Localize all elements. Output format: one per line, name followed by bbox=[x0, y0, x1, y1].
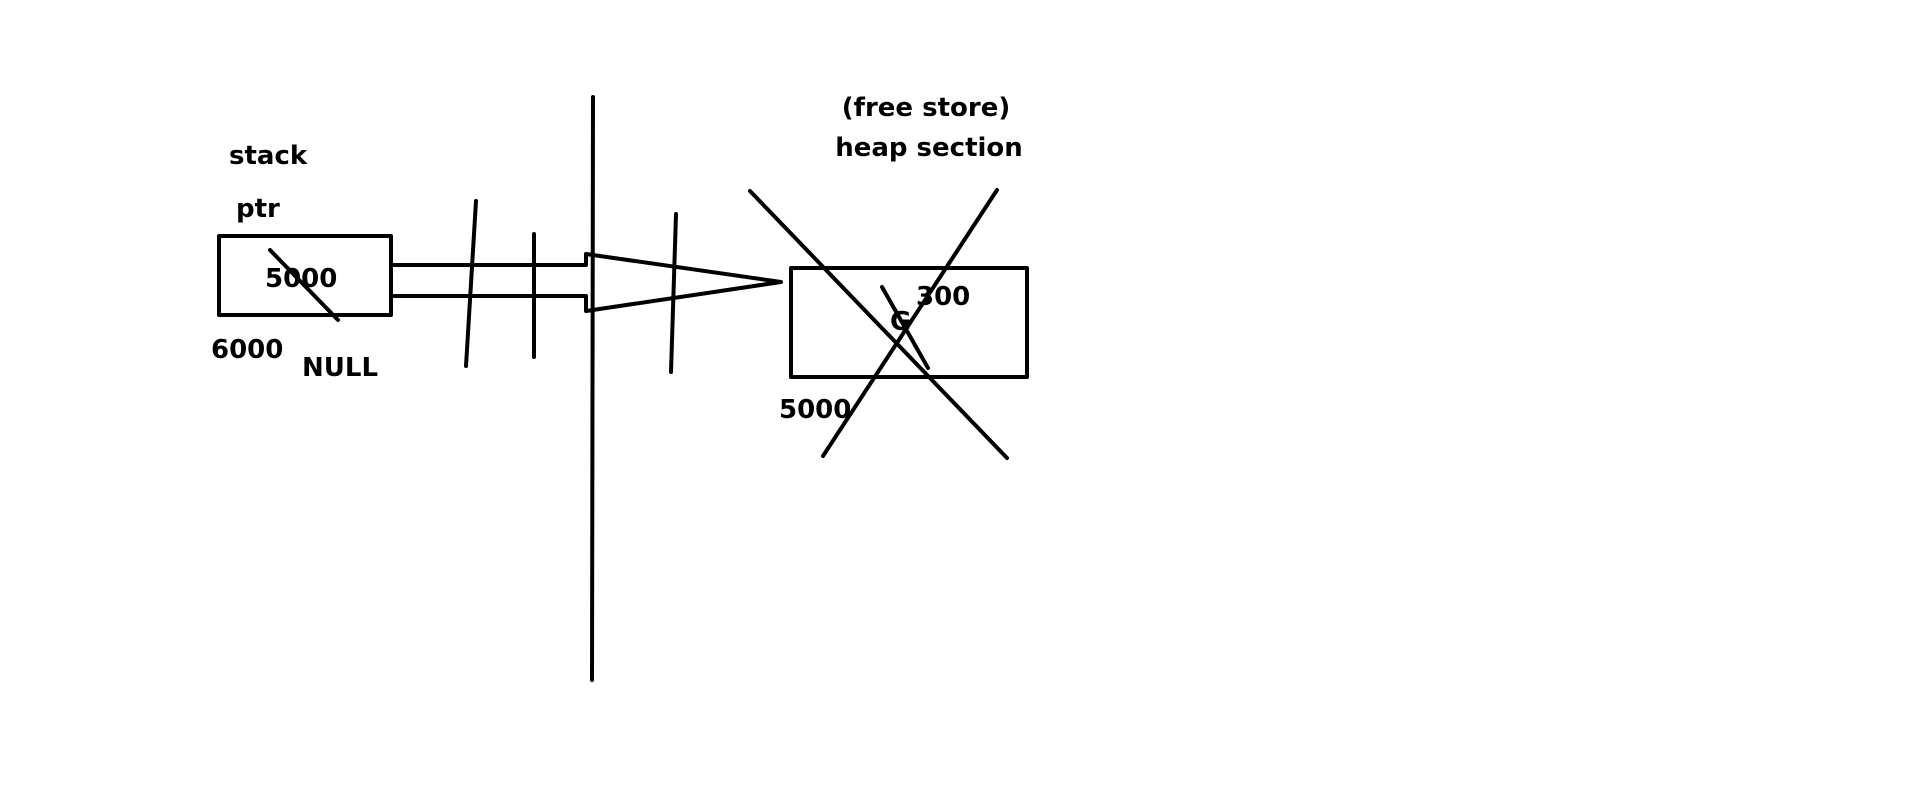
ptr-box bbox=[217, 234, 393, 317]
heap-box bbox=[789, 266, 1029, 379]
ptr-value-strike bbox=[268, 248, 340, 322]
stack-heap-divider bbox=[590, 95, 595, 682]
heap-value: 300 bbox=[916, 282, 970, 312]
pointer-arrow bbox=[389, 252, 783, 313]
ptr-label: ptr bbox=[236, 194, 280, 224]
heap-x-stroke-1 bbox=[748, 189, 1009, 460]
heap-address: 5000 bbox=[779, 395, 851, 425]
free-store-label: (free store) bbox=[842, 93, 1010, 123]
heap-x-stroke-2 bbox=[821, 188, 999, 458]
heap-section-label: heap section bbox=[835, 133, 1023, 163]
arrow-strike-3 bbox=[669, 212, 678, 374]
ptr-value: 5000 bbox=[265, 264, 337, 294]
null-label: NULL bbox=[302, 353, 378, 383]
stack-label: stack bbox=[229, 141, 308, 171]
arrow-strike-1 bbox=[464, 199, 478, 368]
ptr-address: 6000 bbox=[211, 335, 283, 365]
